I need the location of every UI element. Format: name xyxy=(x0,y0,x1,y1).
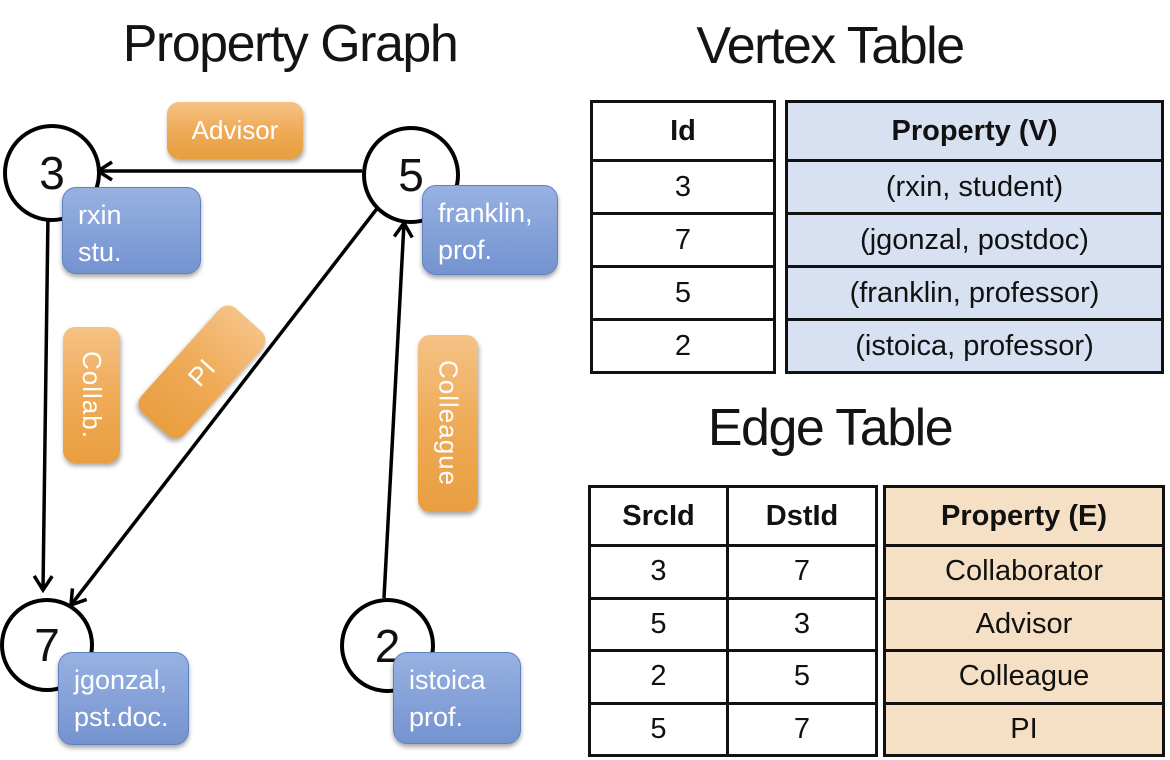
vertex-table-title: Vertex Table xyxy=(696,17,965,75)
edge-table-dstid-header: DstId xyxy=(726,488,875,544)
vertex-table-property-column: Property (V) (rxin, student) (jgonzal, p… xyxy=(785,100,1164,374)
edge-pi-arrow xyxy=(69,204,381,608)
edge-property-cell: PI xyxy=(886,701,1162,755)
edge-label-collab: Collab. xyxy=(63,327,120,463)
vertex-id-cell: 5 xyxy=(593,265,773,318)
vertex-property-cell: (jgonzal, postdoc) xyxy=(788,212,1161,265)
edge-dst-cell: 7 xyxy=(726,701,875,754)
vertex-label-line: jgonzal, xyxy=(74,665,168,695)
node-id-label: 3 xyxy=(39,147,65,199)
vertex-label-line: stu. xyxy=(78,237,122,267)
edge-table-id-columns: SrcId DstId 3 7 5 3 2 5 5 7 xyxy=(588,485,878,757)
vertex-id-cell: 2 xyxy=(593,318,773,371)
edge-table-property-column: Property (E) Collaborator Advisor Collea… xyxy=(883,485,1165,757)
edge-label-text: PI xyxy=(181,351,222,392)
vertex-property-cell: (franklin, professor) xyxy=(788,265,1161,318)
vertex-table-id-column: Id 3 7 5 2 xyxy=(590,100,776,374)
edge-label-text: Advisor xyxy=(191,115,279,145)
vertex-label-2: istoica prof. xyxy=(393,652,521,744)
edge-src-cell: 3 xyxy=(591,544,726,597)
node-id-label: 7 xyxy=(34,619,60,671)
edge-dst-cell: 3 xyxy=(726,596,875,649)
vertex-table-id-header: Id xyxy=(670,114,696,147)
vertex-label-5: franklin, prof. xyxy=(422,185,558,275)
edge-property-cell: Collaborator xyxy=(886,544,1162,597)
edge-label-text: Collab. xyxy=(77,351,107,439)
edge-label-advisor: Advisor xyxy=(167,102,303,159)
property-graph-title: Property Graph xyxy=(122,15,459,73)
edge-label-colleague: Colleague xyxy=(418,335,478,512)
vertex-table-property-header: Property (V) xyxy=(891,114,1058,147)
node-id-label: 5 xyxy=(398,149,424,201)
edge-src-cell: 5 xyxy=(591,596,726,650)
edge-colleague-arrow xyxy=(382,219,414,599)
edge-src-cell: 5 xyxy=(591,701,726,755)
vertex-label-line: pst.doc. xyxy=(74,702,169,732)
edge-dst-cell: 7 xyxy=(726,544,875,597)
vertex-label-line: rxin xyxy=(78,200,122,230)
vertex-label-line: istoica xyxy=(409,665,486,695)
vertex-label-3: rxin stu. xyxy=(62,187,201,274)
vertex-label-7: jgonzal, pst.doc. xyxy=(58,652,189,745)
vertex-id-cell: 3 xyxy=(593,159,773,212)
edge-src-cell: 2 xyxy=(591,649,726,702)
edge-label-text: Colleague xyxy=(433,360,464,487)
vertex-id-cell: 7 xyxy=(593,212,773,265)
vertex-label-line: franklin, xyxy=(438,198,533,228)
edge-property-cell: Colleague xyxy=(886,649,1162,702)
edge-dst-cell: 5 xyxy=(726,649,875,702)
edge-table-property-header: Property (E) xyxy=(941,499,1107,532)
vertex-label-line: prof. xyxy=(409,702,464,732)
edge-table-title: Edge Table xyxy=(707,399,954,457)
vertex-label-line: prof. xyxy=(438,235,493,265)
edge-property-cell: Advisor xyxy=(886,596,1162,650)
edge-table-srcid-header: SrcId xyxy=(622,499,695,532)
graph-node-5: 5 xyxy=(362,126,460,224)
graph-node-2: 2 xyxy=(340,598,435,693)
edge-collab-arrow xyxy=(32,213,54,594)
graph-edges-layer xyxy=(32,160,414,608)
vertex-property-cell: (rxin, student) xyxy=(788,159,1161,212)
vertex-property-cell: (istoica, professor) xyxy=(788,318,1161,371)
